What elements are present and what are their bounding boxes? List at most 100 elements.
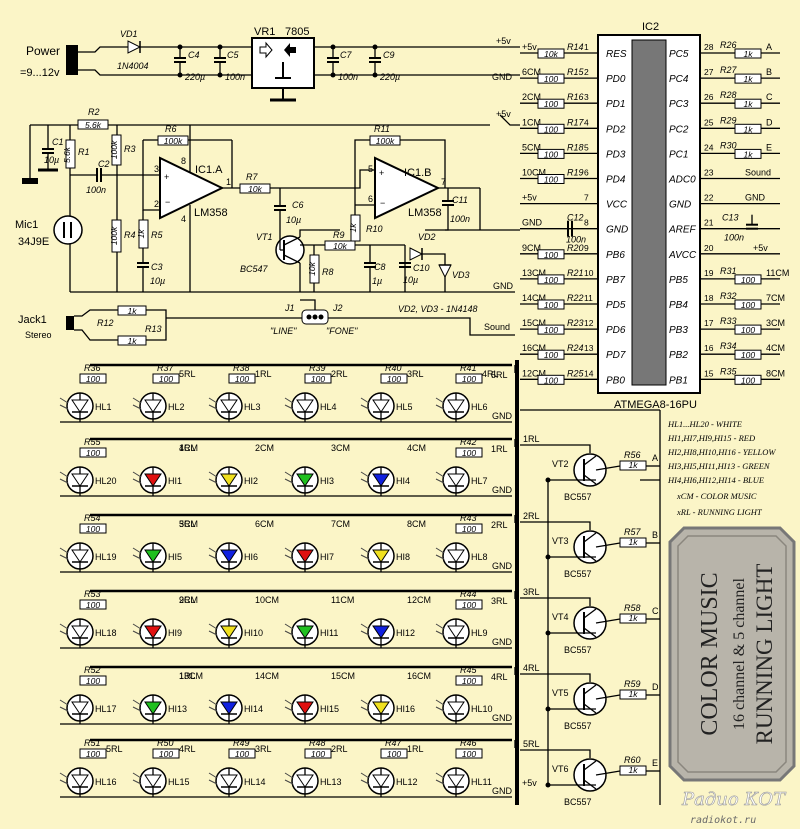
diode-vd1 xyxy=(127,40,142,54)
driver-net-5RL: 5RL xyxy=(523,739,540,749)
pin-net-16: 4CM xyxy=(766,343,785,353)
led-label-HI5: HI5 xyxy=(168,552,182,562)
led-cm-HI11: 11CM xyxy=(331,595,354,605)
ic2-center-bar xyxy=(631,39,667,386)
c7-label: C7 xyxy=(340,50,352,60)
svg-text:6: 6 xyxy=(368,194,373,204)
led-net-HL12: 1RL xyxy=(407,744,424,754)
c6-label: C6 xyxy=(292,200,304,210)
driver-sig-B: B xyxy=(652,530,658,540)
watermark: Радио КОТ radiokot.ru xyxy=(681,789,788,826)
driver-res-val-R56: 1k xyxy=(629,460,639,470)
led-label-HL14: HL14 xyxy=(244,777,266,787)
gnd-label-preamp: GND xyxy=(493,281,514,291)
led-net-HL6: 4RL xyxy=(482,369,499,379)
opamp-ic1b xyxy=(374,156,441,220)
led-net-HL16: 5RL xyxy=(106,744,123,754)
led-cm-HI13: 13CM xyxy=(179,671,203,681)
vr1-type: 7805 xyxy=(285,26,309,38)
watermark-url: radiokot.ru xyxy=(690,815,756,826)
pin-net-25: D xyxy=(766,117,773,127)
pin-name-PB4: PB4 xyxy=(669,300,688,311)
driver-label-VT2: VT2 xyxy=(552,459,569,469)
pin-res-val-R22: 100 xyxy=(544,300,558,310)
rail-plus5-mid: +5v xyxy=(496,109,511,119)
pin-number-22: 22 xyxy=(704,193,714,203)
pin-res-val-R34: 100 xyxy=(741,350,755,360)
pin-name-PB5: PB5 xyxy=(669,275,688,286)
c11-val: 100n xyxy=(450,214,470,224)
led-label-HL19: HL19 xyxy=(95,552,117,562)
led-res-val-R47: 100 xyxy=(387,749,401,759)
r12-label: R12 xyxy=(97,318,114,328)
led-res-val-R42: 100 xyxy=(462,448,476,458)
banner-line-3: RUNNING LIGHT xyxy=(752,564,777,745)
pin-number-2: 2 xyxy=(584,67,589,77)
pin-cap-C13: C13 xyxy=(722,213,739,223)
pin-res-val-R14: 10k xyxy=(544,49,558,59)
r11-val: 100k xyxy=(376,136,395,146)
pin-res-R27: R27 xyxy=(720,65,738,75)
led-res-val-R44: 100 xyxy=(462,600,476,610)
pin-res-R21: R21 xyxy=(567,268,584,278)
driver-label-VT6: VT6 xyxy=(552,764,569,774)
pin-number-1: 1 xyxy=(584,42,589,52)
pin-cap-C12: C12 xyxy=(567,213,584,223)
led-res-R48: R48 xyxy=(309,738,326,748)
diode-vd2 xyxy=(409,247,424,261)
led-net-HL14: 3RL xyxy=(255,744,272,754)
led-label-HL16: HL16 xyxy=(95,777,117,787)
pin-res-R26: R26 xyxy=(720,40,737,50)
r10-val: 1k xyxy=(348,223,358,233)
pin-res-val-R20: 100 xyxy=(544,250,558,260)
vd2-label: VD2 xyxy=(418,232,436,242)
pin-res-R18: R18 xyxy=(567,142,584,152)
led-net-HL15: 4RL xyxy=(179,744,196,754)
led-res-val-R45: 100 xyxy=(462,676,476,686)
pin-net-1: +5v xyxy=(522,42,537,52)
pin-res-val-R27: 1k xyxy=(744,74,754,84)
pin-res-R29: R29 xyxy=(720,115,737,125)
pin-res-val-R29: 1k xyxy=(744,124,754,134)
led-cm-HI7: 7CM xyxy=(331,519,350,529)
pin-res-val-R33: 100 xyxy=(741,325,755,335)
pin-number-19: 19 xyxy=(704,268,714,278)
c5-label: C5 xyxy=(227,50,239,60)
regulator-vr1: VR1 7805 xyxy=(251,26,315,102)
led-label-HL2: HL2 xyxy=(168,402,185,412)
pin-name-PD0: PD0 xyxy=(606,74,626,85)
led-res-val-R37: 100 xyxy=(159,374,173,384)
pin-res-val-R18: 100 xyxy=(544,149,558,159)
c11-label: C11 xyxy=(452,195,468,205)
driver-label-VT4: VT4 xyxy=(552,612,569,622)
led-row-5: GND4RLR52100HL171RL13CMHI1314CMHI1415CMH… xyxy=(59,665,516,725)
led-res-R42: R42 xyxy=(460,437,477,447)
c6-val: 10µ xyxy=(286,215,301,225)
pin-number-21: 21 xyxy=(704,218,714,228)
row-end-net: 3RL xyxy=(491,596,508,606)
pin-res-R32: R32 xyxy=(720,291,737,301)
led-res-val-R50: 100 xyxy=(159,749,173,759)
led-res-val-R43: 100 xyxy=(462,524,476,534)
pin-name-ADC0: ADC0 xyxy=(668,175,696,186)
legend-line-5: HI4,HI6,HI12,HI14 - BLUE xyxy=(667,475,765,485)
pin-name-PD4: PD4 xyxy=(606,175,626,186)
led-label-HL11: HL11 xyxy=(471,777,492,787)
pin-res-R22: R22 xyxy=(567,293,584,303)
pin-res-R34: R34 xyxy=(720,341,737,351)
rail-plus5-top: +5v xyxy=(496,36,511,46)
driver-sig-E: E xyxy=(652,758,658,768)
led-label-HI16: HI16 xyxy=(396,704,415,714)
